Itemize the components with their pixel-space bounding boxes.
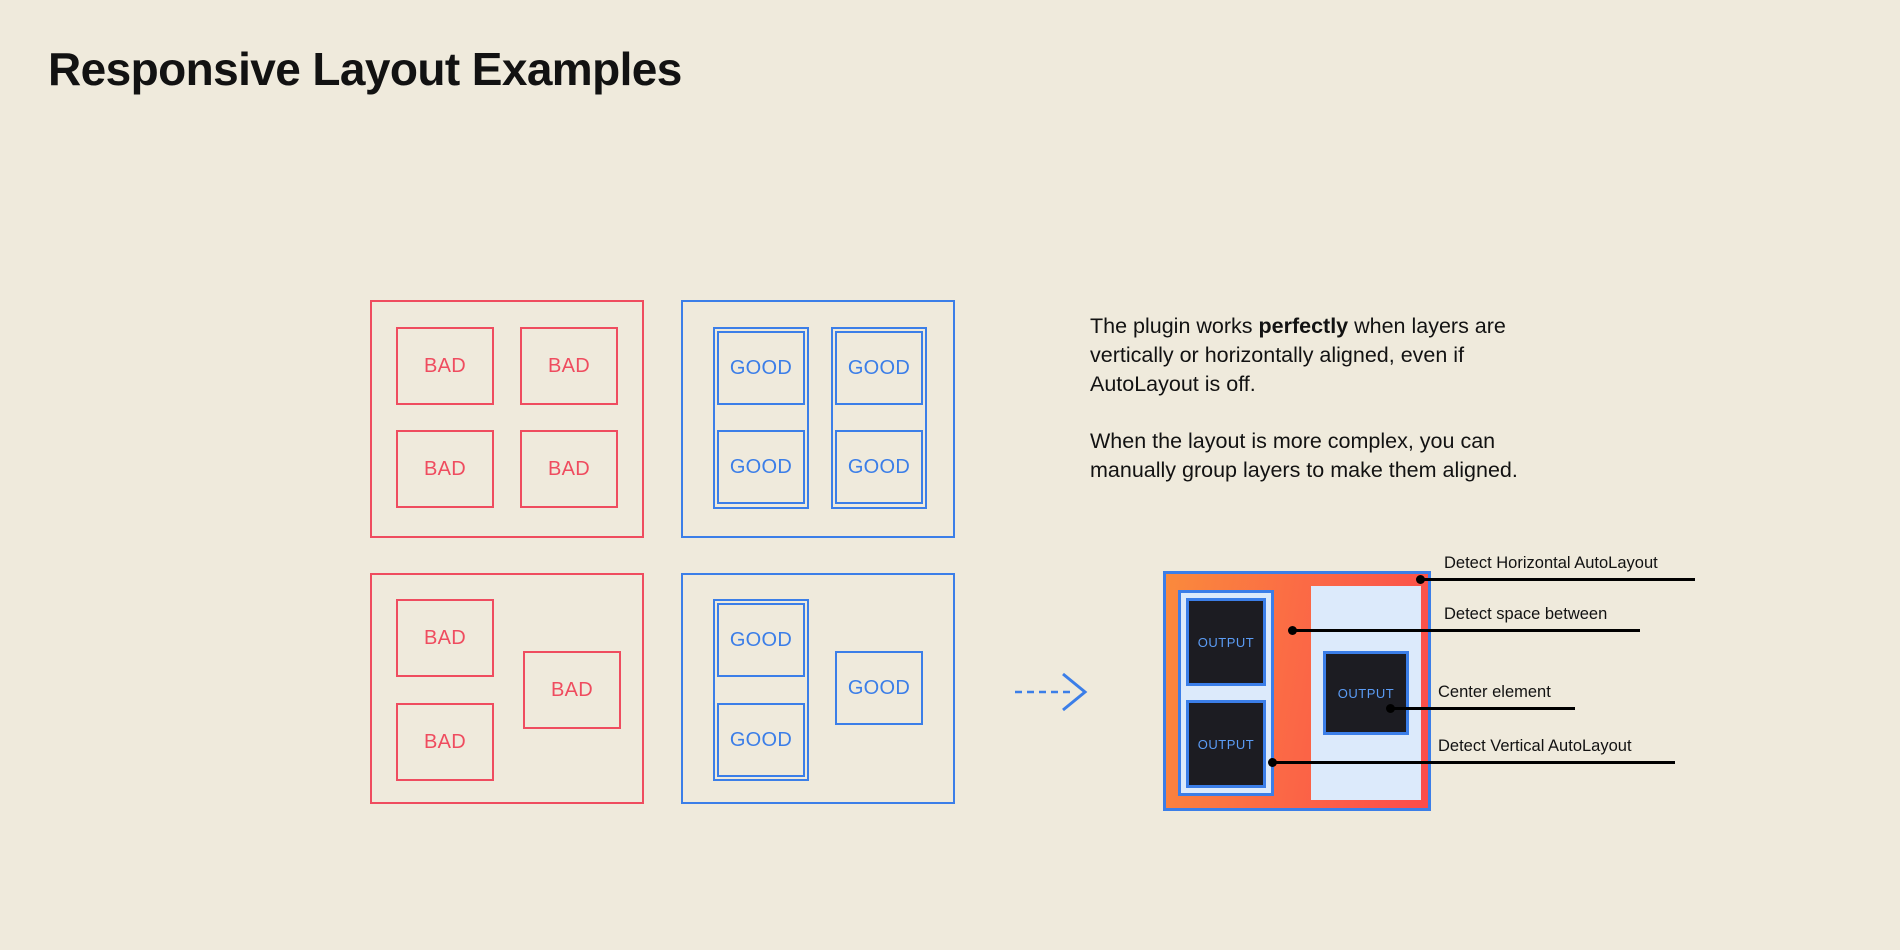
good-grid-cell: GOOD [717, 430, 805, 504]
bad-complex-cell: BAD [396, 703, 494, 781]
description-text: The plugin works perfectly when layers a… [1090, 312, 1560, 485]
output-box: OUTPUT [1186, 598, 1266, 686]
good-grid-cell: GOOD [835, 430, 923, 504]
callout-line [1272, 761, 1675, 764]
callout-line [1420, 578, 1695, 581]
bad-complex-cell: BAD [523, 651, 621, 729]
detection-diagram: OUTPUT OUTPUT OUTPUT [1163, 571, 1431, 811]
good-grid-cell: GOOD [835, 331, 923, 405]
bad-grid-cell: BAD [520, 430, 618, 508]
vertical-autolayout-group: OUTPUT OUTPUT [1178, 590, 1274, 796]
bad-complex-cell: BAD [396, 599, 494, 677]
bad-complex-panel: BAD BAD BAD [370, 573, 644, 804]
centered-element-column: OUTPUT [1311, 586, 1421, 800]
callout-label: Detect Horizontal AutoLayout [1444, 554, 1658, 572]
output-box: OUTPUT [1186, 700, 1266, 788]
flow-arrow [1015, 672, 1095, 712]
good-grid-group-wrapper [713, 327, 809, 509]
callout-line [1292, 629, 1640, 632]
bad-grid-cell: BAD [520, 327, 618, 405]
bad-grid-panel: BAD BAD BAD BAD [370, 300, 644, 538]
good-complex-cell: GOOD [835, 651, 923, 725]
callout-label: Detect space between [1444, 605, 1608, 623]
good-complex-panel: GOOD GOOD GOOD [681, 573, 955, 804]
good-complex-group-wrapper [713, 599, 809, 781]
bad-grid-cell: BAD [396, 327, 494, 405]
callout-label: Center element [1438, 683, 1551, 701]
callout-line [1390, 707, 1575, 710]
good-complex-cell: GOOD [717, 703, 805, 777]
description-paragraph-2: When the layout is more complex, you can… [1090, 429, 1518, 482]
bad-grid-cell: BAD [396, 430, 494, 508]
good-grid-panel: GOOD GOOD GOOD GOOD [681, 300, 955, 538]
good-grid-group-wrapper [831, 327, 927, 509]
description-paragraph-1: The plugin works perfectly when layers a… [1090, 312, 1560, 399]
output-box: OUTPUT [1323, 651, 1409, 735]
good-grid-cell: GOOD [717, 331, 805, 405]
description-p1-part1: The plugin works [1090, 314, 1259, 338]
good-complex-cell: GOOD [717, 603, 805, 677]
callout-label: Detect Vertical AutoLayout [1438, 737, 1632, 755]
description-p1-emphasis: perfectly [1258, 314, 1349, 338]
page-title: Responsive Layout Examples [48, 43, 682, 95]
description-p1-part2: when layers are vertically or horizontal… [1090, 314, 1506, 396]
detection-diagram-inner: OUTPUT OUTPUT OUTPUT [1178, 586, 1421, 800]
